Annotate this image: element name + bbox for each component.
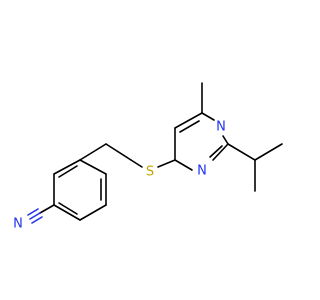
bond [157, 159, 176, 168]
double-bond-inner [58, 165, 78, 178]
bond [105, 143, 132, 161]
bond [53, 159, 81, 175]
bond [79, 143, 107, 161]
thioether-linker: S [79, 143, 176, 180]
triple-bond [29, 212, 41, 220]
bond [79, 204, 107, 221]
bond [79, 159, 107, 175]
bond [201, 112, 215, 121]
benzene-ring [53, 159, 107, 221]
bond [254, 143, 283, 161]
double-bond-inner [58, 202, 78, 215]
bond [130, 159, 143, 168]
isopropyl-group [227, 143, 283, 192]
bond [227, 143, 256, 161]
triple-bond [27, 208, 39, 216]
atom-label-nitrogen: N [13, 217, 23, 232]
double-bond-inner [209, 145, 223, 158]
nitrile-group: N [13, 204, 55, 232]
bond [222, 135, 229, 145]
atom-label-sulfur: S [146, 165, 154, 180]
triple-bond [31, 216, 43, 224]
bond [39, 204, 55, 214]
double-bond-inner [179, 120, 200, 133]
bond [174, 159, 193, 171]
bond [174, 112, 203, 129]
bond [53, 204, 81, 221]
pyrimidine-ring: N N [174, 112, 229, 179]
atom-label-nitrogen: N [197, 164, 207, 179]
molecule-structure-diagram: N S N N [13, 82, 283, 232]
atom-label-nitrogen: N [216, 120, 226, 135]
bond [212, 143, 229, 161]
